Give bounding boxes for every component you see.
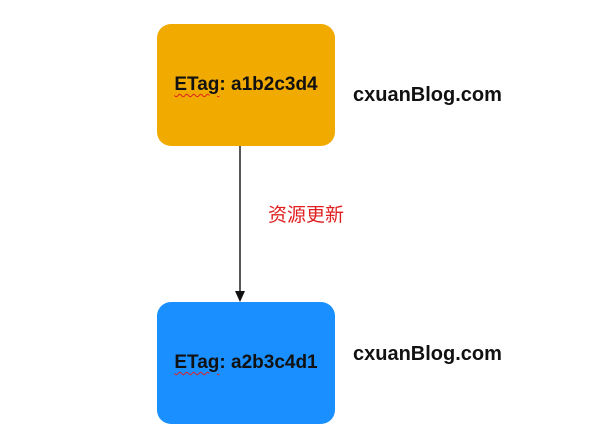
etag-value-before: : a1b2c3d4 [219,74,318,95]
etag-node-before: ETag: a1b2c3d4 [157,24,335,146]
etag-node-after: ETag: a2b3c4d1 [157,302,335,424]
etag-value-after: : a2b3c4d1 [219,352,318,373]
etag-label-before: ETag: a1b2c3d4 [174,74,317,96]
etag-key-after: ETag [174,352,220,373]
etag-label-after: ETag: a2b3c4d1 [174,352,317,374]
update-arrow [235,146,245,302]
etag-key-before: ETag [174,74,220,95]
update-arrow-label: 资源更新 [268,204,345,226]
domain-label-after: cxuanBlog.com [353,343,502,365]
domain-label-before: cxuanBlog.com [353,84,502,106]
